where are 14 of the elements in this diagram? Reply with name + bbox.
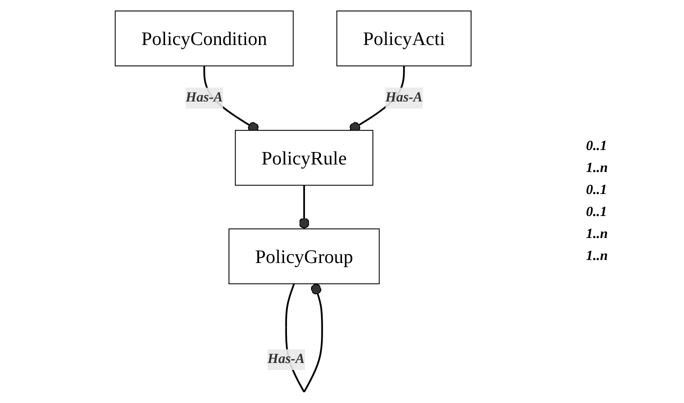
node-box: PolicyCondition	[114, 10, 294, 66]
multiplicity-label: 0..1	[586, 138, 608, 154]
edge-label: Has-A	[267, 352, 304, 367]
connector	[298, 185, 310, 229]
node-box: PolicyActi	[336, 10, 472, 66]
node-box: PolicyRule	[234, 130, 374, 186]
edge-label: Has-A	[185, 90, 223, 106]
multiplicity-label: 1..n	[586, 160, 609, 176]
multiplicity-label: 0..1	[586, 182, 608, 198]
multiplicity-label: 0..1	[586, 204, 608, 220]
multiplicity-label: 1..n	[586, 248, 609, 264]
node-box: PolicyGroup	[228, 228, 380, 284]
multiplicity-label: 1..n	[586, 226, 609, 242]
edge-label: Has-A	[385, 90, 422, 106]
